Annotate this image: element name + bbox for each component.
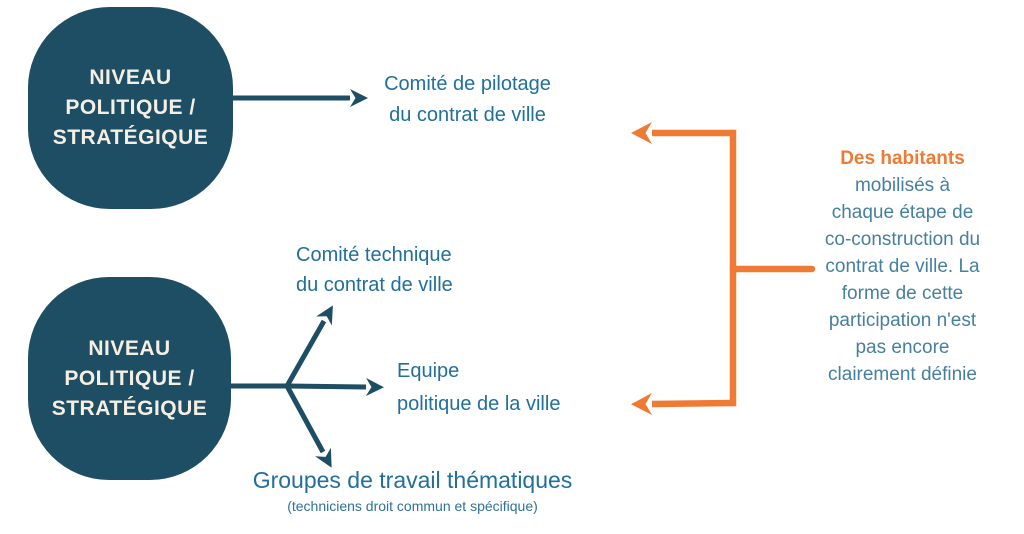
level-box-top-line: POLITIQUE / — [65, 96, 196, 119]
level-box-top-line: NIVEAU — [89, 66, 172, 89]
label-comite-pilotage-line2: du contrat de ville — [389, 104, 546, 126]
arrow-branch-to-technique — [284, 305, 333, 388]
label-groupes-travail: Groupes de travail thématiques (technici… — [240, 466, 585, 515]
label-comite-pilotage: Comité de pilotage du contrat de ville — [355, 69, 580, 131]
label-equipe-politique-line2: politique de la ville — [397, 393, 561, 415]
arrow-branch-to-groupes — [284, 384, 332, 468]
arrow-branch-to-equipe — [286, 378, 384, 396]
annotation-habitants-line: contrat de ville. La — [825, 256, 980, 277]
orange-arrow-to-equipe — [631, 393, 734, 415]
annotation-habitants-line: chaque étape de — [831, 202, 974, 223]
label-equipe-politique-line1: Equipe — [397, 360, 460, 382]
annotation-habitants-line: co-construction du — [824, 229, 981, 250]
annotation-habitants-line: clairement définie — [828, 364, 977, 385]
label-groupes-travail-title: Groupes de travail thématiques — [252, 467, 573, 493]
label-groupes-travail-subtitle: (techniciens droit commun et spécifique) — [287, 498, 538, 514]
label-comite-technique-line2: du contrat de ville — [296, 274, 453, 296]
level-box-bottom-line: NIVEAU — [88, 336, 171, 360]
level-box-top: NIVEAU POLITIQUE / STRATÉGIQUE — [28, 7, 233, 209]
annotation-habitants-line: participation n'est — [828, 310, 977, 331]
annotation-habitants-line: forme de cette — [841, 283, 964, 304]
level-box-bottom-line: POLITIQUE / — [64, 366, 195, 390]
level-box-top-line: STRATÉGIQUE — [52, 126, 209, 149]
annotation-habitants-highlight: Des habitants — [840, 148, 965, 169]
label-equipe-politique: Equipe politique de la ville — [397, 355, 617, 421]
label-comite-technique: Comité technique du contrat de ville — [296, 240, 516, 300]
label-comite-technique-line1: Comité technique — [296, 244, 452, 266]
level-box-bottom: NIVEAU POLITIQUE / STRATÉGIQUE — [28, 277, 231, 480]
annotation-habitants: Des habitants mobilisés à chaque étape d… — [800, 145, 1005, 388]
label-comite-pilotage-line1: Comité de pilotage — [384, 73, 551, 95]
level-box-bottom-line: STRATÉGIQUE — [51, 396, 208, 420]
annotation-habitants-line: mobilisés à — [854, 175, 951, 196]
annotation-habitants-line: pas encore — [855, 337, 950, 358]
